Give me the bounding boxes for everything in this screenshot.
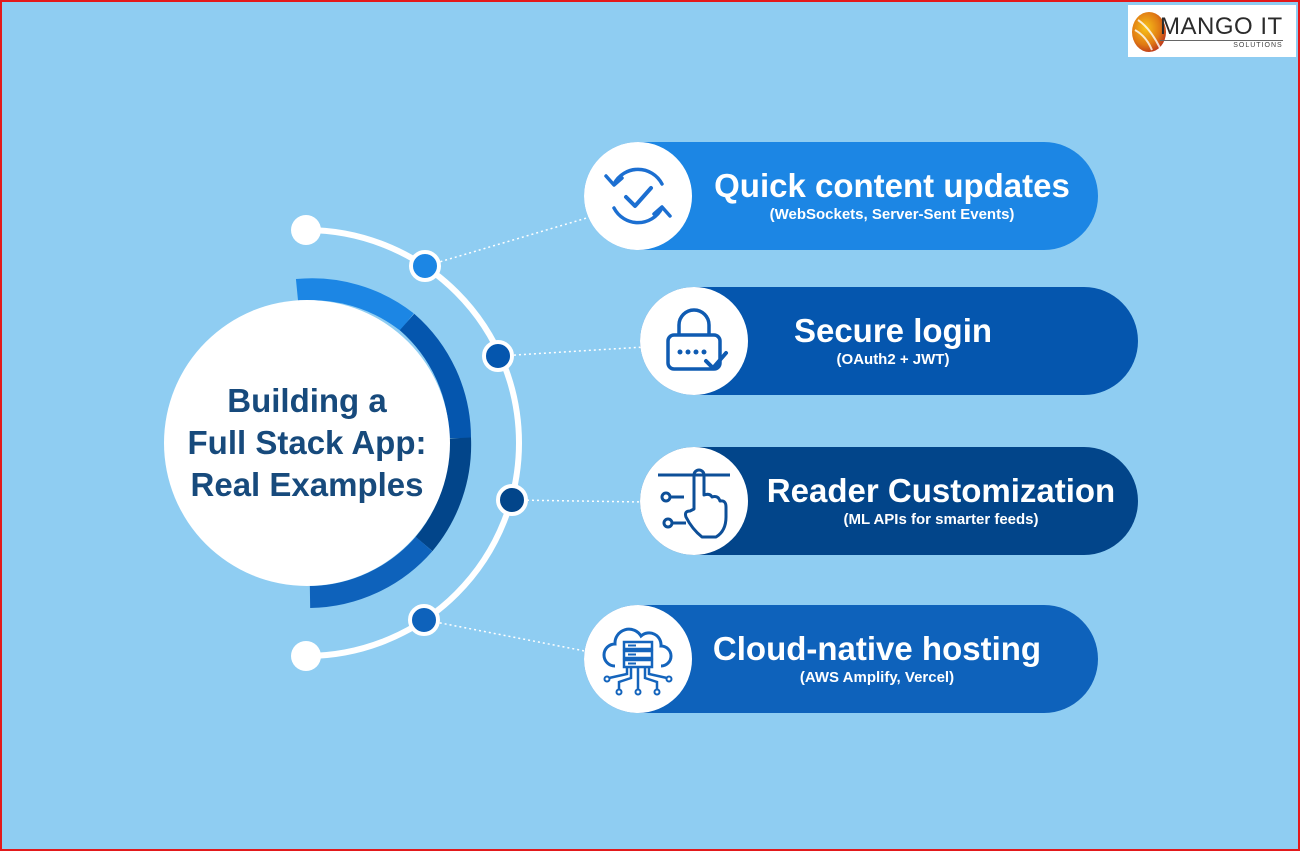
node-dot-3 [496,484,528,516]
item-title-4: Cloud-native hosting [712,630,1042,667]
hand-slider-icon [640,447,748,555]
connector-line-3 [511,499,645,503]
title-line-1: Building a [227,382,387,419]
mango-logo-icon [1132,12,1166,52]
arc-segment-3 [415,437,472,552]
logo-brand: MANGO IT [1160,12,1283,40]
refresh-check-icon [584,142,692,250]
cloud-server-icon [584,605,692,713]
pill-cloud-native-hosting: Cloud-native hosting (AWS Amplify, Verce… [584,605,1098,713]
item-subtitle-2: (OAuth2 + JWT) [836,351,950,368]
outer-arc [305,227,522,659]
node-dot-2 [482,340,514,372]
pill-reader-customization: Reader Customization (ML APIs for smarte… [640,447,1138,555]
item-title-3: Reader Customization [766,472,1116,509]
connector-line-4 [424,619,591,653]
pill-secure-login: Secure login (OAuth2 + JWT) [640,287,1138,395]
padlock-check-icon [640,287,748,395]
item-title-1: Quick content updates [714,167,1070,204]
title-line-2: Full Stack App: [187,424,427,461]
arc-end-top [291,215,321,245]
arc-segment-2 [399,313,471,439]
pill-quick-content-updates: Quick content updates (WebSockets, Serve… [584,142,1098,250]
item-subtitle-4: (AWS Amplify, Vercel) [799,669,955,686]
title-line-3: Real Examples [190,466,424,503]
item-subtitle-3: (ML APIs for smarter feeds) [843,511,1039,528]
logo-sub: SOLUTIONS [1160,39,1283,49]
node-dot-4 [408,604,440,636]
arc-segment-1 [295,278,414,331]
connector-line-1 [425,216,591,267]
arc-end-bottom [291,641,321,671]
center-title-circle: Building a Full Stack App: Real Examples [164,300,450,586]
company-logo: MANGO IT SOLUTIONS [1128,5,1296,57]
node-dot-1 [409,250,441,282]
connector-line-2 [498,346,645,357]
arc-segment-4 [309,536,433,608]
item-title-2: Secure login [793,312,993,349]
item-subtitle-1: (WebSockets, Server-Sent Events) [769,206,1015,223]
